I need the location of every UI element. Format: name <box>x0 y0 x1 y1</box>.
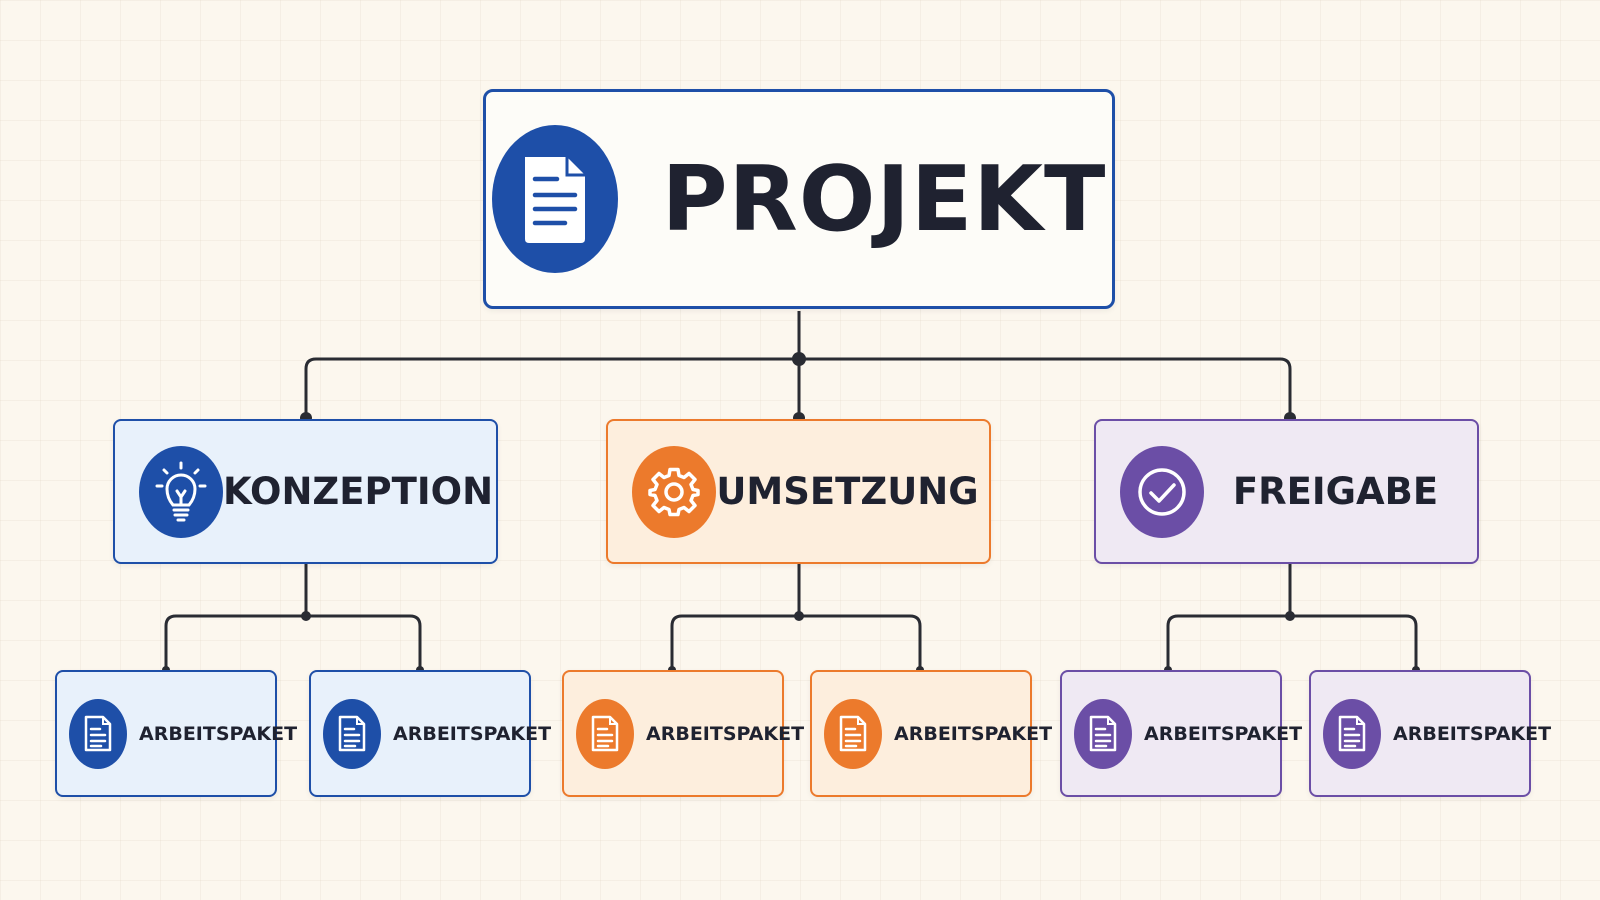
work-package[interactable]: ARBEITSPAKET <box>562 670 804 797</box>
document-icon <box>69 698 127 769</box>
phase-freigabe[interactable]: FREIGABE <box>1094 419 1479 564</box>
project-node[interactable]: PROJEKT <box>483 89 1115 309</box>
work-package[interactable]: ARBEITSPAKET <box>55 670 297 797</box>
work-package-label: ARBEITSPAKET <box>646 722 805 745</box>
work-package-label: ARBEITSPAKET <box>139 722 298 745</box>
work-package[interactable]: ARBEITSPAKET <box>810 670 1052 797</box>
work-package-label: ARBEITSPAKET <box>1144 722 1303 745</box>
document-icon <box>491 125 618 273</box>
work-package-label: ARBEITSPAKET <box>1393 722 1552 745</box>
work-package-label: ARBEITSPAKET <box>393 722 552 745</box>
phase-umsetzung[interactable]: UMSETZUNG <box>606 419 991 564</box>
document-icon <box>1323 698 1381 769</box>
document-icon <box>824 698 882 769</box>
work-package-label: ARBEITSPAKET <box>894 722 1053 745</box>
document-icon <box>323 698 381 769</box>
phase-label: KONZEPTION <box>223 470 494 513</box>
check-circle-icon <box>1120 445 1204 538</box>
document-icon <box>576 698 634 769</box>
phase-label: UMSETZUNG <box>716 470 979 513</box>
lightbulb-icon <box>139 445 223 538</box>
phase-konzeption[interactable]: KONZEPTION <box>113 419 498 564</box>
gear-icon <box>632 445 716 538</box>
phase-label: FREIGABE <box>1232 470 1439 513</box>
document-icon <box>1074 698 1132 769</box>
work-package[interactable]: ARBEITSPAKET <box>1060 670 1302 797</box>
work-package[interactable]: ARBEITSPAKET <box>1309 670 1551 797</box>
work-package[interactable]: ARBEITSPAKET <box>309 670 551 797</box>
project-title: PROJEKT <box>661 146 1107 252</box>
